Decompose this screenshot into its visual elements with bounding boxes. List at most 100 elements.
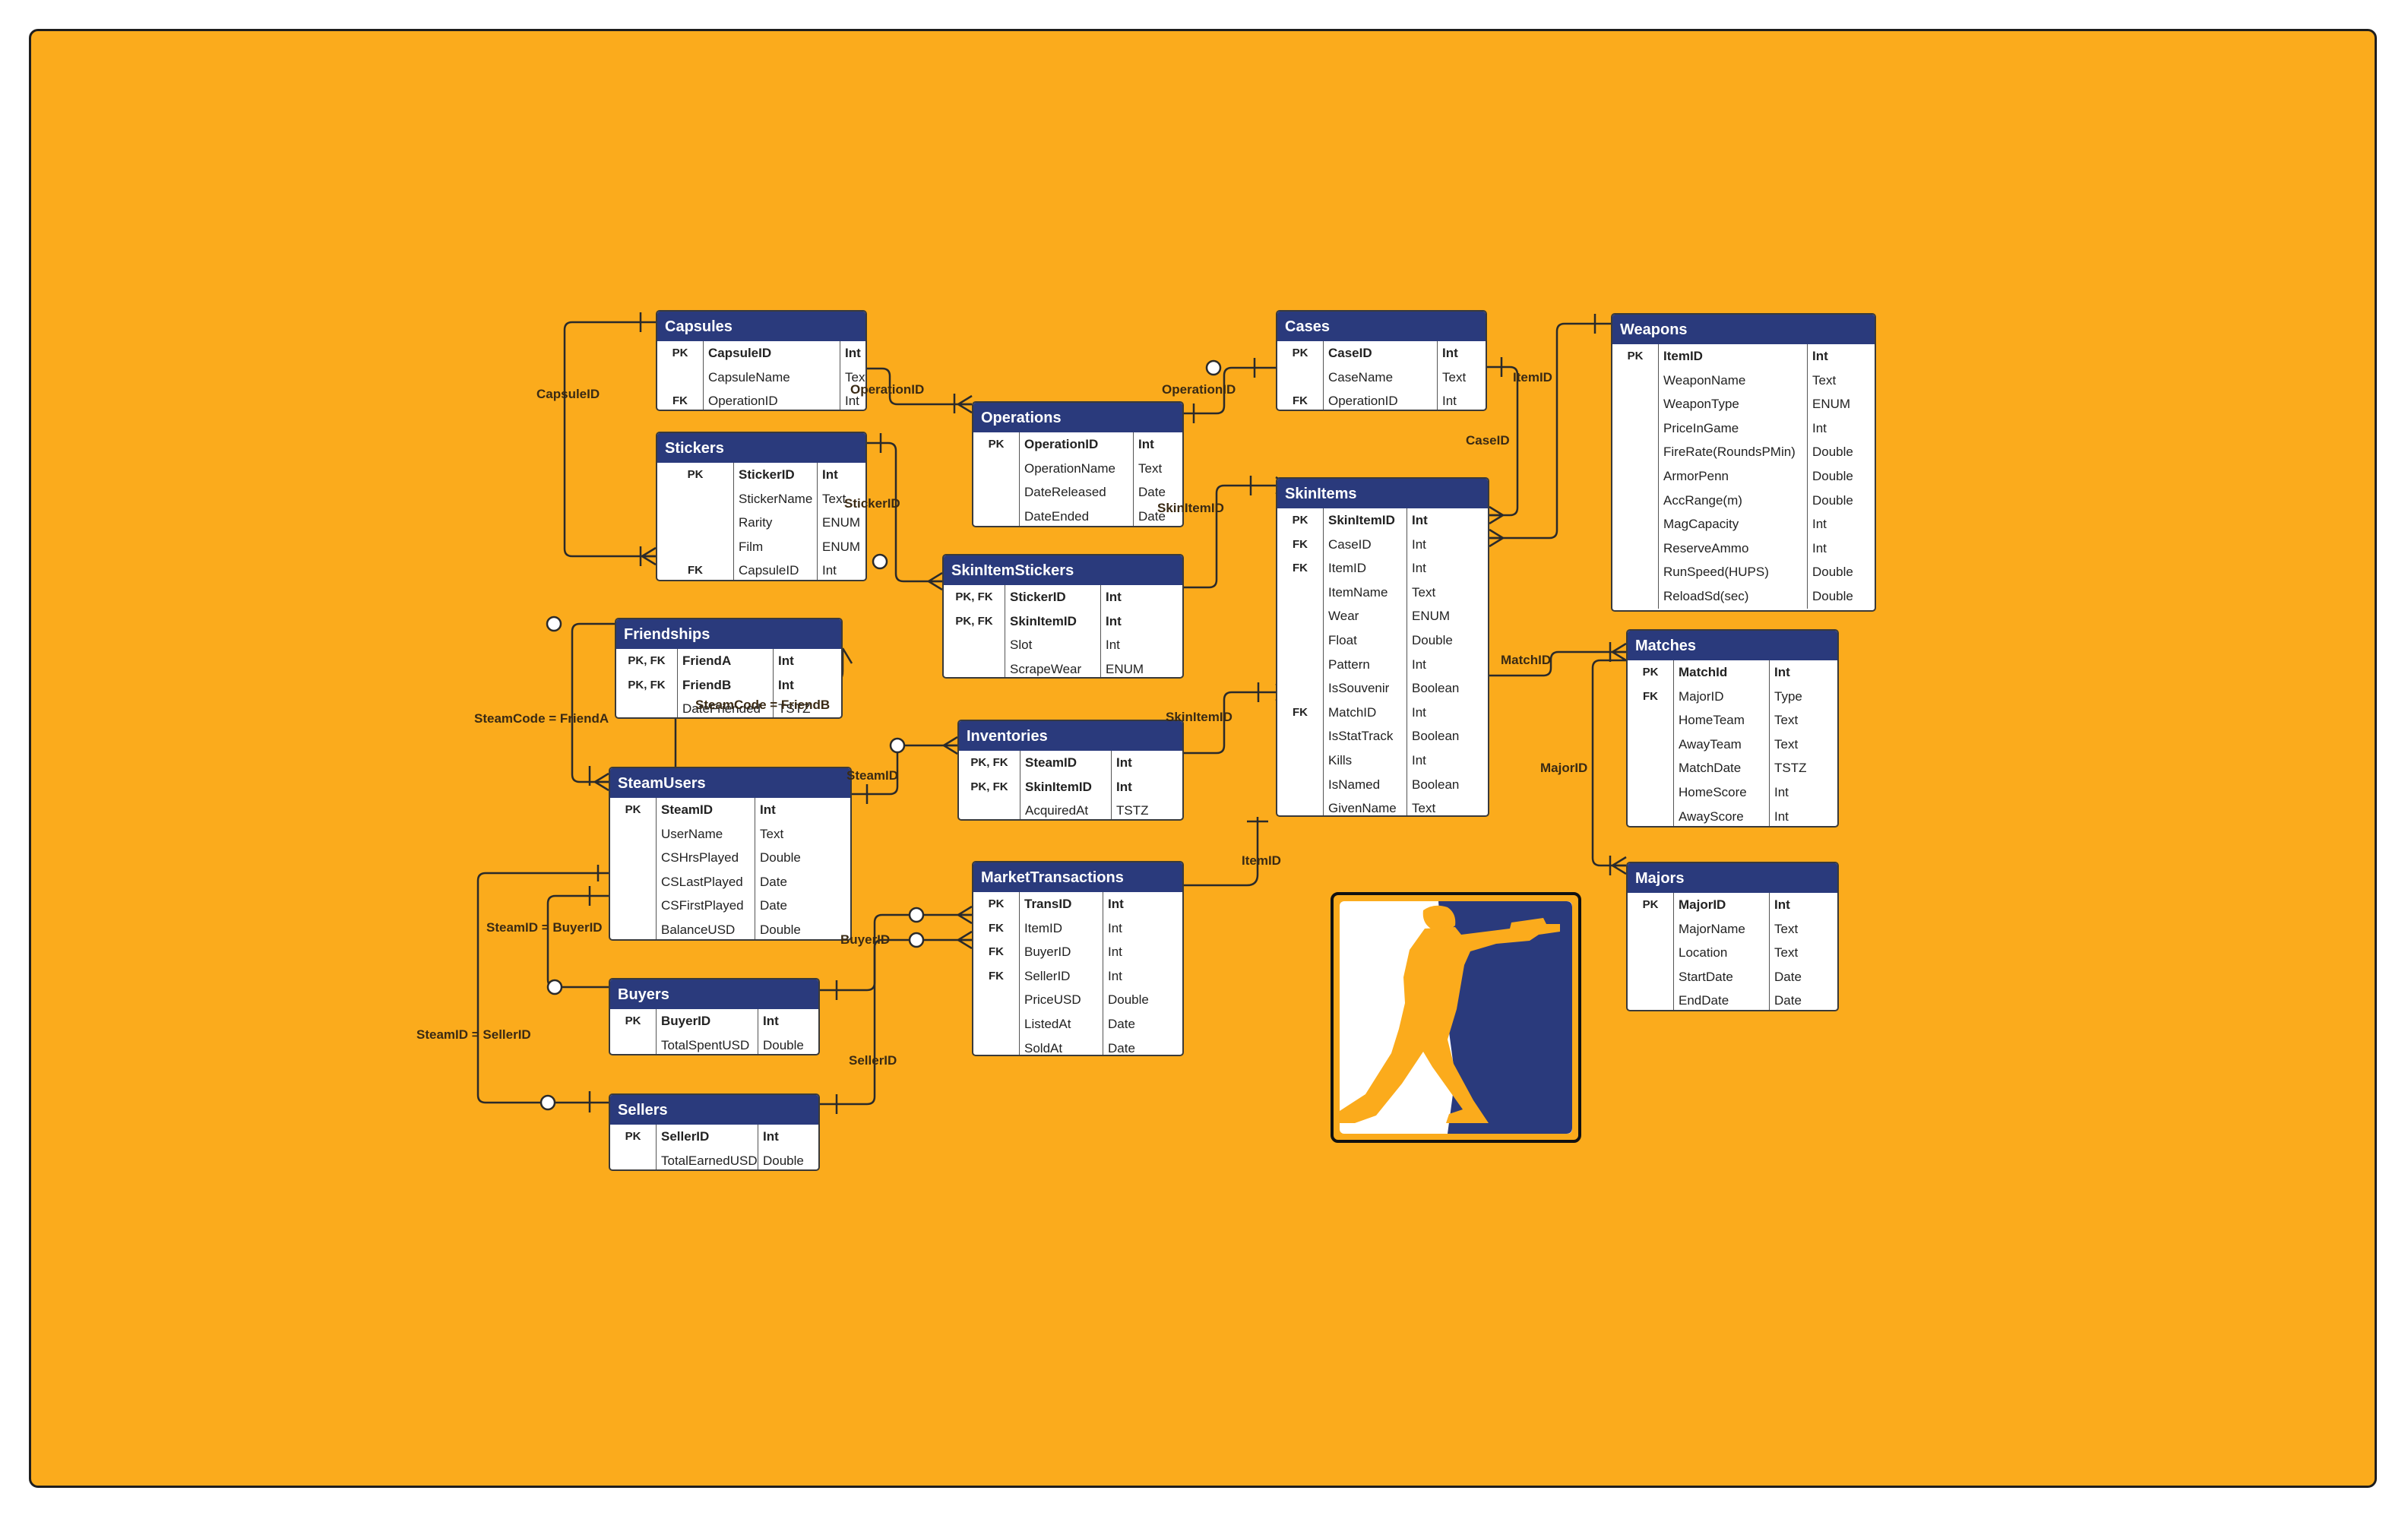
column-name: ReserveAmmo	[1659, 536, 1808, 561]
table-title: SkinItems	[1277, 479, 1488, 508]
key-cell	[1277, 772, 1324, 797]
key-cell	[1277, 604, 1324, 628]
key-cell	[1277, 365, 1324, 390]
key-cell	[1277, 724, 1324, 748]
column-type: TSTZ	[778, 701, 811, 717]
column-type: Text	[822, 491, 846, 506]
column-name: MajorID	[1674, 684, 1770, 709]
key-cell: FK	[1277, 700, 1324, 725]
table-title: Majors	[1628, 863, 1837, 893]
column-type: Int	[1412, 513, 1428, 527]
column-type: Boolean	[1412, 681, 1460, 696]
column-type: Int	[1108, 920, 1122, 935]
column-name: ScrapeWear	[1005, 657, 1101, 677]
column-type: Boolean	[1412, 729, 1460, 744]
column-type: Date	[1138, 508, 1166, 524]
key-cell	[1277, 652, 1324, 677]
column-type: Int	[1106, 638, 1120, 653]
column-name: CaseName	[1324, 365, 1438, 390]
key-cell: PK	[1628, 660, 1674, 685]
column-name: CapsuleID	[734, 559, 818, 580]
column-name: MagCapacity	[1659, 512, 1808, 536]
column-type: Int	[760, 802, 776, 817]
column-type: Text	[1138, 460, 1163, 476]
relationship-line-steam-id-buyer	[546, 894, 609, 989]
column-name: Kills	[1324, 748, 1407, 773]
key-cell: PK	[1277, 341, 1324, 366]
key-cell	[616, 697, 678, 717]
table-row: FireRate(RoundsPMin)Double	[1612, 440, 1875, 464]
column-type: Date	[760, 874, 787, 889]
column-name: ItemID	[1324, 556, 1407, 581]
key-cell: PK	[973, 432, 1020, 457]
column-name: StickerID	[734, 463, 818, 487]
key-cell: FK	[1628, 684, 1674, 709]
column-type: Int	[1812, 540, 1827, 555]
column-name: CSFirstPlayed	[657, 894, 755, 918]
column-name: AwayTeam	[1674, 732, 1770, 757]
key-cell	[973, 480, 1020, 505]
column-name: ArmorPenn	[1659, 464, 1808, 489]
column-name: StartDate	[1674, 964, 1770, 989]
column-type: Int	[1812, 349, 1828, 363]
relationship-label-operation-id-cases: OperationID	[1162, 382, 1236, 397]
column-name: FriendB	[678, 672, 774, 698]
key-cell: FK	[657, 389, 704, 410]
column-name: OperationID	[704, 389, 840, 410]
table-row: RunSpeed(HUPS)Double	[1612, 560, 1875, 584]
column-name: Float	[1324, 628, 1407, 653]
column-type: Int	[1442, 346, 1458, 360]
column-name: Wear	[1324, 604, 1407, 628]
column-type: Int	[1412, 752, 1426, 767]
zero-optional-marker	[872, 553, 888, 570]
column-name: CaseID	[1324, 532, 1407, 557]
many-marker	[1489, 505, 1504, 525]
key-cell	[1277, 628, 1324, 653]
column-type: Boolean	[1412, 777, 1460, 792]
key-cell	[1628, 756, 1674, 780]
many-marker	[641, 546, 657, 566]
column-name: BuyerID	[1020, 940, 1103, 964]
column-type: Text	[1412, 801, 1436, 816]
column-type: Int	[845, 346, 861, 360]
column-name: Film	[734, 534, 818, 559]
key-cell: PK, FK	[944, 609, 1005, 634]
many-marker	[594, 772, 609, 792]
table-title: Sellers	[610, 1095, 818, 1125]
relationship-label-skin-item-id-stickers: SkinItemID	[1157, 501, 1224, 515]
column-type: Int	[845, 394, 859, 409]
zero-optional-marker	[889, 737, 906, 754]
column-type: ENUM	[822, 539, 861, 554]
relationship-label-capsule-id: CapsuleID	[536, 387, 600, 401]
column-name: SteamID	[657, 798, 755, 822]
relationship-line-steamcode-friend-a	[571, 622, 615, 783]
column-type: Int	[1116, 755, 1132, 770]
column-name: ItemID	[1659, 344, 1808, 369]
column-name: Pattern	[1324, 652, 1407, 677]
column-type: Double	[763, 1153, 804, 1168]
